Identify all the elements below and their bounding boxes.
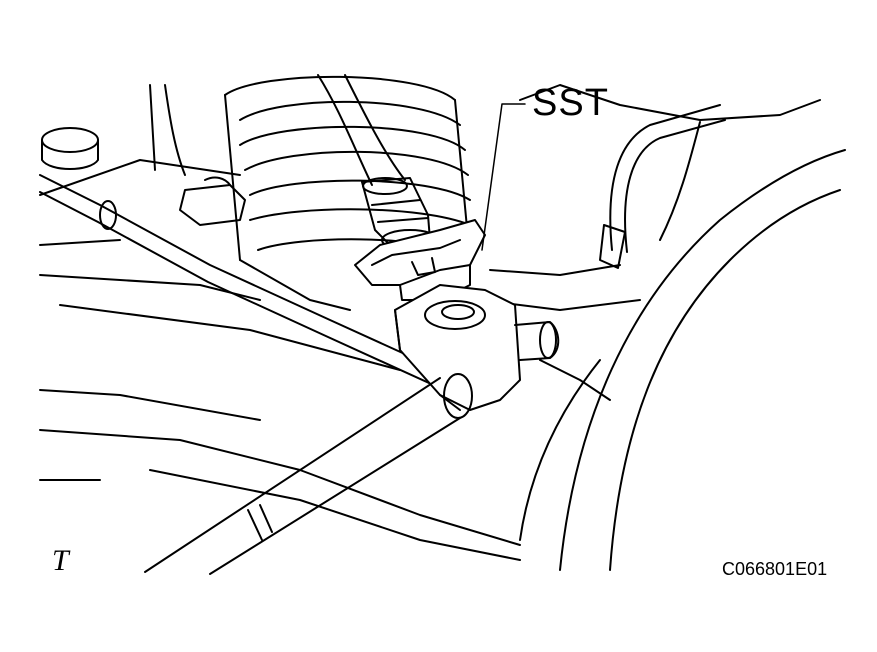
sst-leader-line (481, 103, 526, 251)
sst-callout-label: SST (532, 82, 609, 124)
foreground-rod (144, 373, 473, 575)
coil-spring (224, 75, 471, 311)
fitting-block (394, 284, 560, 411)
brake-line (39, 104, 726, 389)
left-bracket (41, 127, 246, 226)
figure-code: C066801E01 (722, 559, 828, 579)
view-mark: T (52, 544, 69, 577)
wheel-arc (519, 149, 846, 571)
